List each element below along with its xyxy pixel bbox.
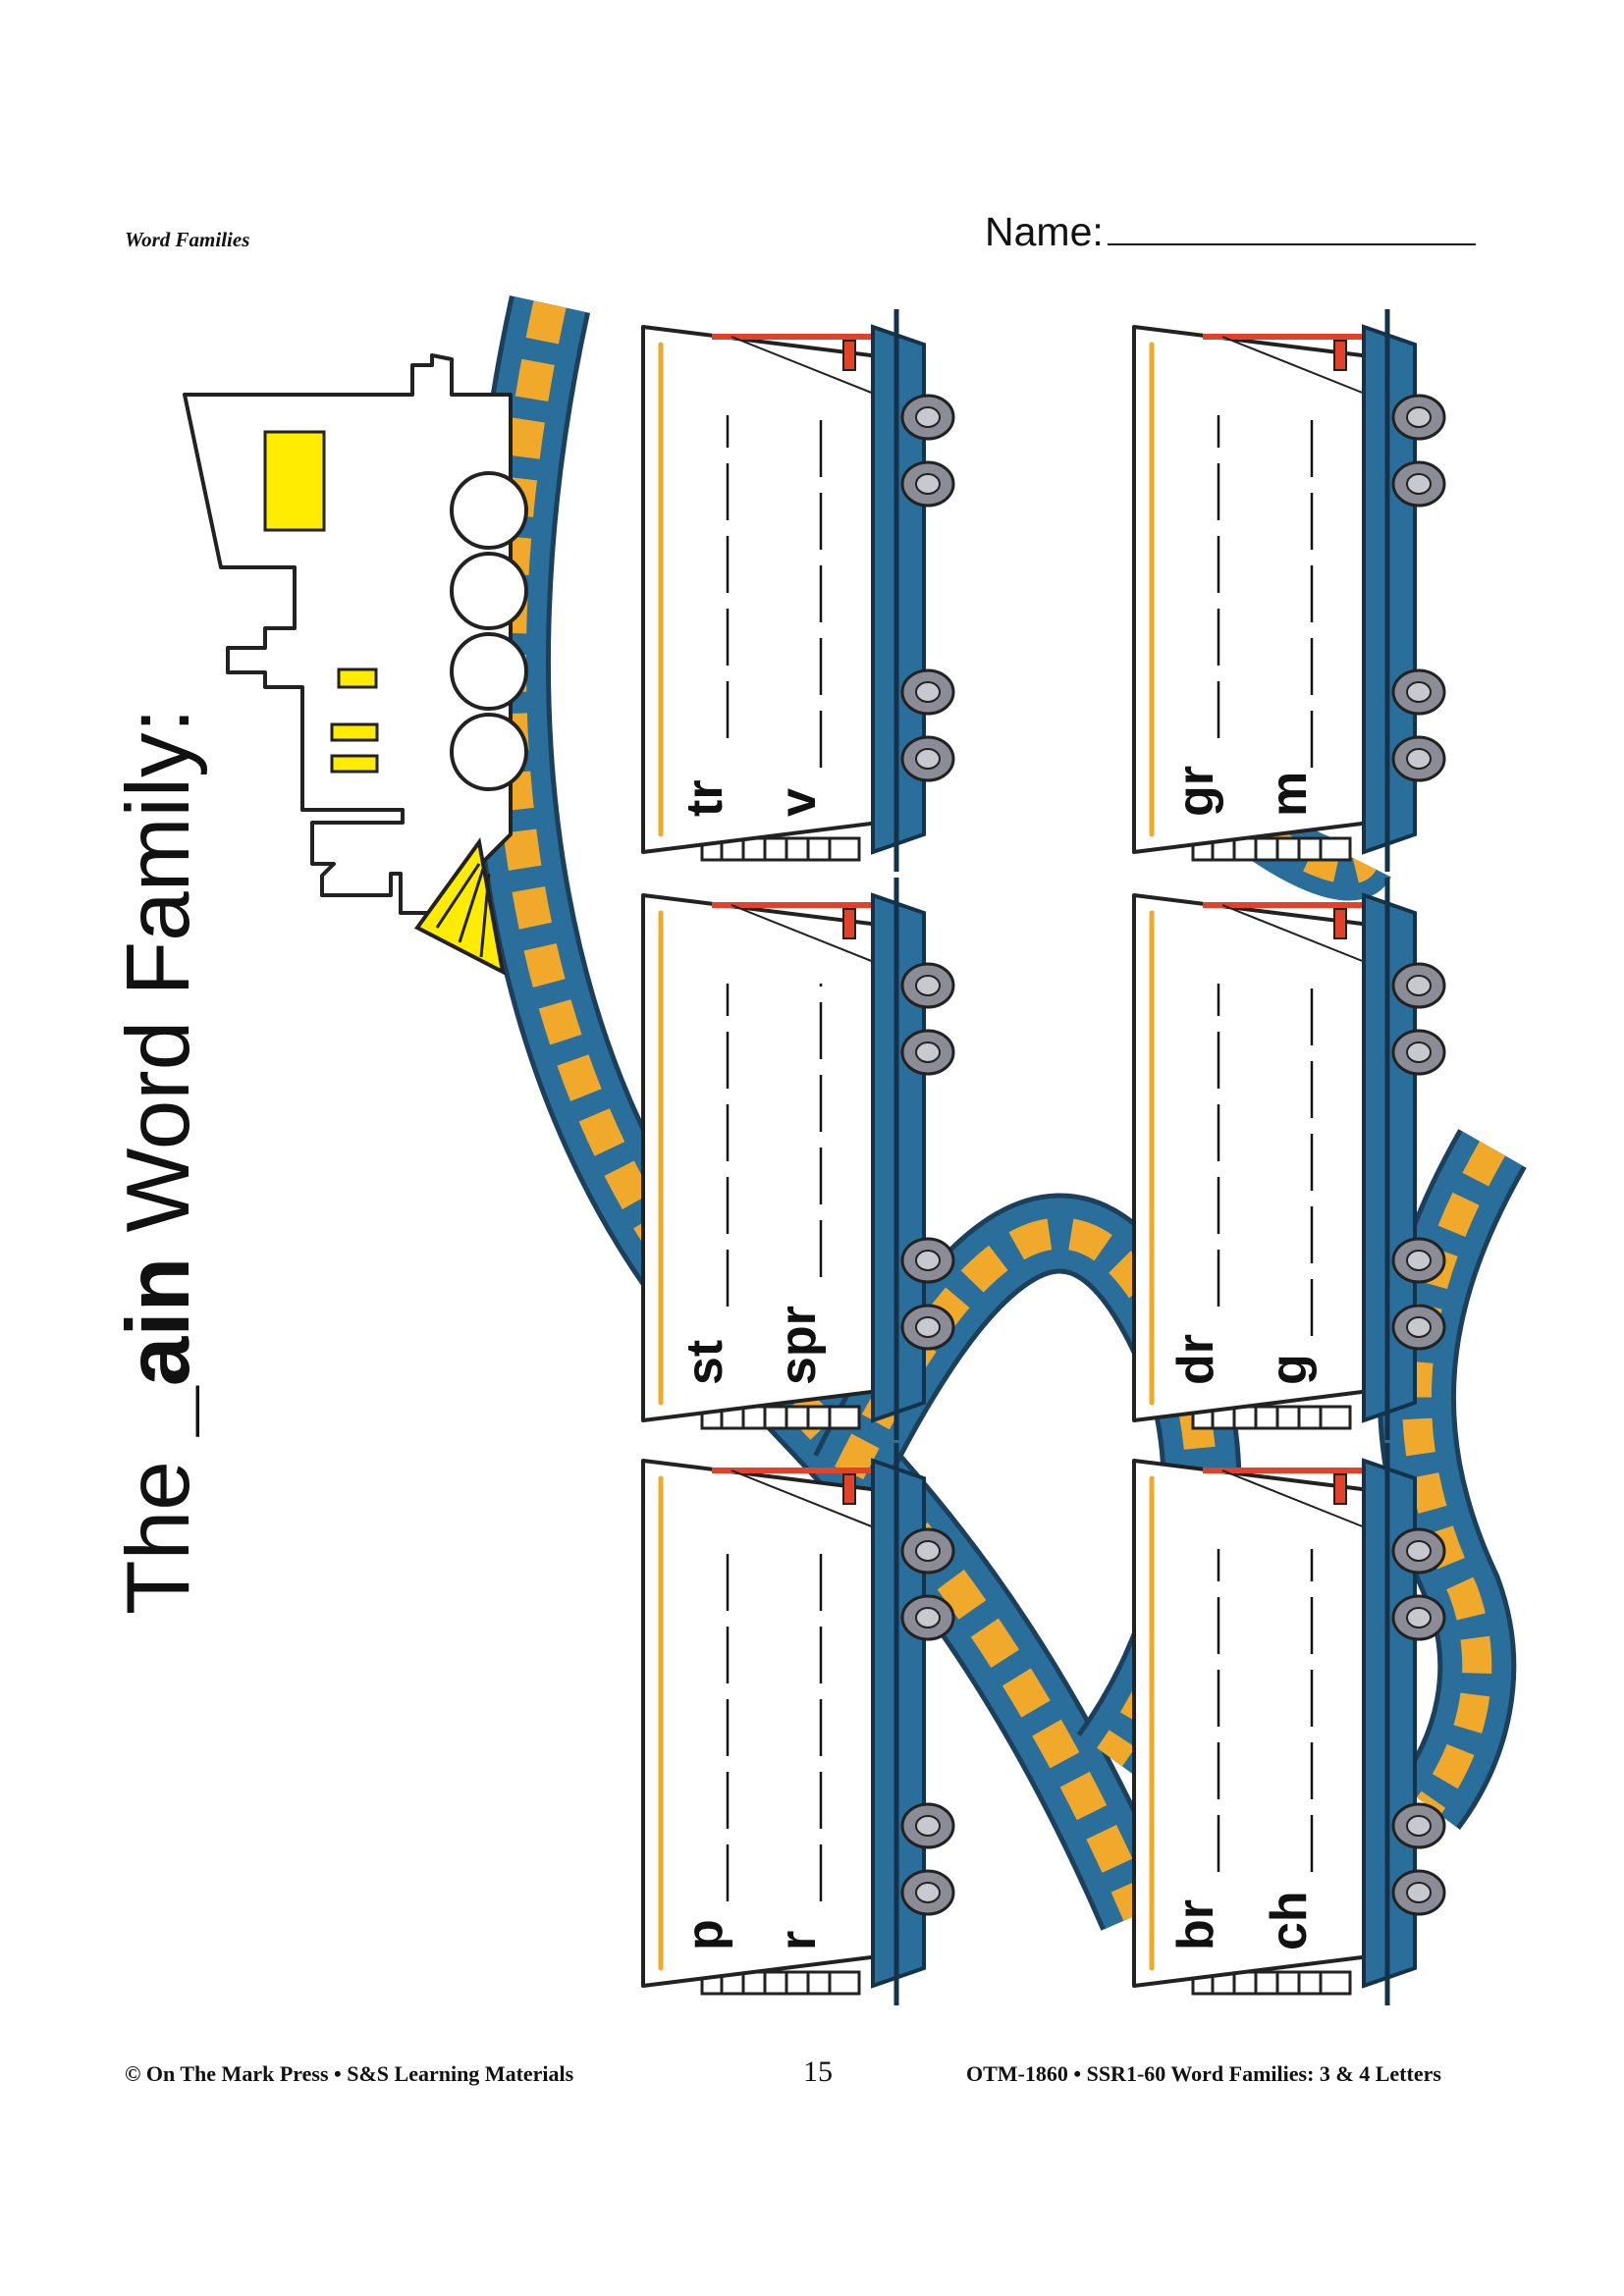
car-brace	[1221, 904, 1371, 965]
wheel-hub	[1406, 1250, 1432, 1271]
car-undercarriage	[700, 1405, 861, 1430]
boiler-ring	[450, 713, 528, 791]
wheel-hub	[915, 1540, 941, 1562]
wheel-hub	[1406, 406, 1432, 428]
wheel-hub	[1406, 1815, 1432, 1837]
track-bed	[1218, 795, 1377, 884]
name-field[interactable]: Name:	[985, 209, 1476, 255]
locomotive-window	[263, 430, 326, 532]
car-brace	[731, 904, 880, 965]
word-prompt: v	[770, 788, 827, 817]
car-brace	[731, 336, 880, 397]
car-undercarriage	[1191, 1405, 1352, 1430]
car-undercarriage	[700, 836, 861, 862]
wheel-hub	[1406, 975, 1432, 996]
wheel-hub	[1406, 1540, 1432, 1562]
name-line[interactable]	[1107, 210, 1476, 245]
car-brake	[1333, 340, 1347, 371]
cowcatcher-line	[435, 863, 491, 958]
locomotive-window	[330, 754, 379, 774]
word-prompt: dr	[1167, 1334, 1224, 1385]
wheel-hub	[915, 975, 941, 996]
name-label: Name:	[985, 209, 1104, 254]
word-prompt: gr	[1167, 766, 1224, 817]
word-prompt: spr	[770, 1306, 827, 1385]
copyright: © On The Mark Press • S&S Learning Mater…	[125, 2061, 574, 2086]
car-brake	[842, 1473, 856, 1505]
boiler-ring	[450, 552, 528, 630]
car-body	[641, 1459, 881, 1988]
wheel-hub	[915, 1316, 941, 1338]
wheel-hub	[1406, 1607, 1432, 1629]
wheel-hub	[915, 1250, 941, 1271]
car-body	[641, 325, 881, 854]
wheel-hub	[915, 748, 941, 770]
car-brake	[842, 340, 856, 371]
wheel-hub	[1406, 473, 1432, 495]
wheel-hub	[915, 473, 941, 495]
locomotive-window	[337, 667, 378, 689]
car-brace	[1221, 1469, 1371, 1530]
wheel-hub	[915, 1607, 941, 1629]
car-undercarriage	[1191, 836, 1352, 862]
car-undercarriage	[700, 1970, 861, 1996]
train-car: tr v	[641, 309, 955, 872]
section-label: Word Families	[125, 228, 250, 251]
car-undercarriage	[1191, 1970, 1352, 1996]
car-brake	[842, 908, 856, 939]
wheel-hub	[1406, 1041, 1432, 1063]
car-brake	[1333, 1473, 1347, 1505]
word-prompt: g	[1261, 1354, 1318, 1385]
word-prompt: p	[677, 1919, 733, 1950]
car-brake	[1333, 908, 1347, 939]
train-car: dr g	[1132, 878, 1446, 1440]
word-prompt: m	[1261, 772, 1318, 817]
car-brace	[1221, 336, 1371, 397]
wheel-hub	[1406, 1882, 1432, 1903]
product-code: OTM-1860 • SSR1-60 Word Families: 3 & 4 …	[966, 2061, 1441, 2086]
track-bed	[493, 300, 1155, 1921]
locomotive	[183, 353, 528, 976]
wheel-hub	[1406, 681, 1432, 703]
word-prompt: ch	[1261, 1891, 1318, 1950]
locomotive-body	[183, 353, 513, 915]
word-prompt: br	[1167, 1899, 1224, 1950]
word-prompt: st	[677, 1340, 733, 1385]
wheel-hub	[915, 1041, 941, 1063]
wheel-hub	[915, 681, 941, 703]
word-prompt: tr	[677, 779, 733, 817]
boiler-ring	[450, 632, 528, 711]
locomotive-window	[330, 722, 379, 742]
wheel-hub	[1406, 1316, 1432, 1338]
wheel-hub	[1406, 748, 1432, 770]
car-brace	[731, 1469, 880, 1530]
wheel-hub	[915, 406, 941, 428]
wheel-hub	[915, 1882, 941, 1903]
wheel-hub	[915, 1815, 941, 1837]
boiler-ring	[450, 471, 528, 550]
word-prompt: r	[770, 1931, 827, 1950]
page-number: 15	[803, 2056, 833, 2088]
